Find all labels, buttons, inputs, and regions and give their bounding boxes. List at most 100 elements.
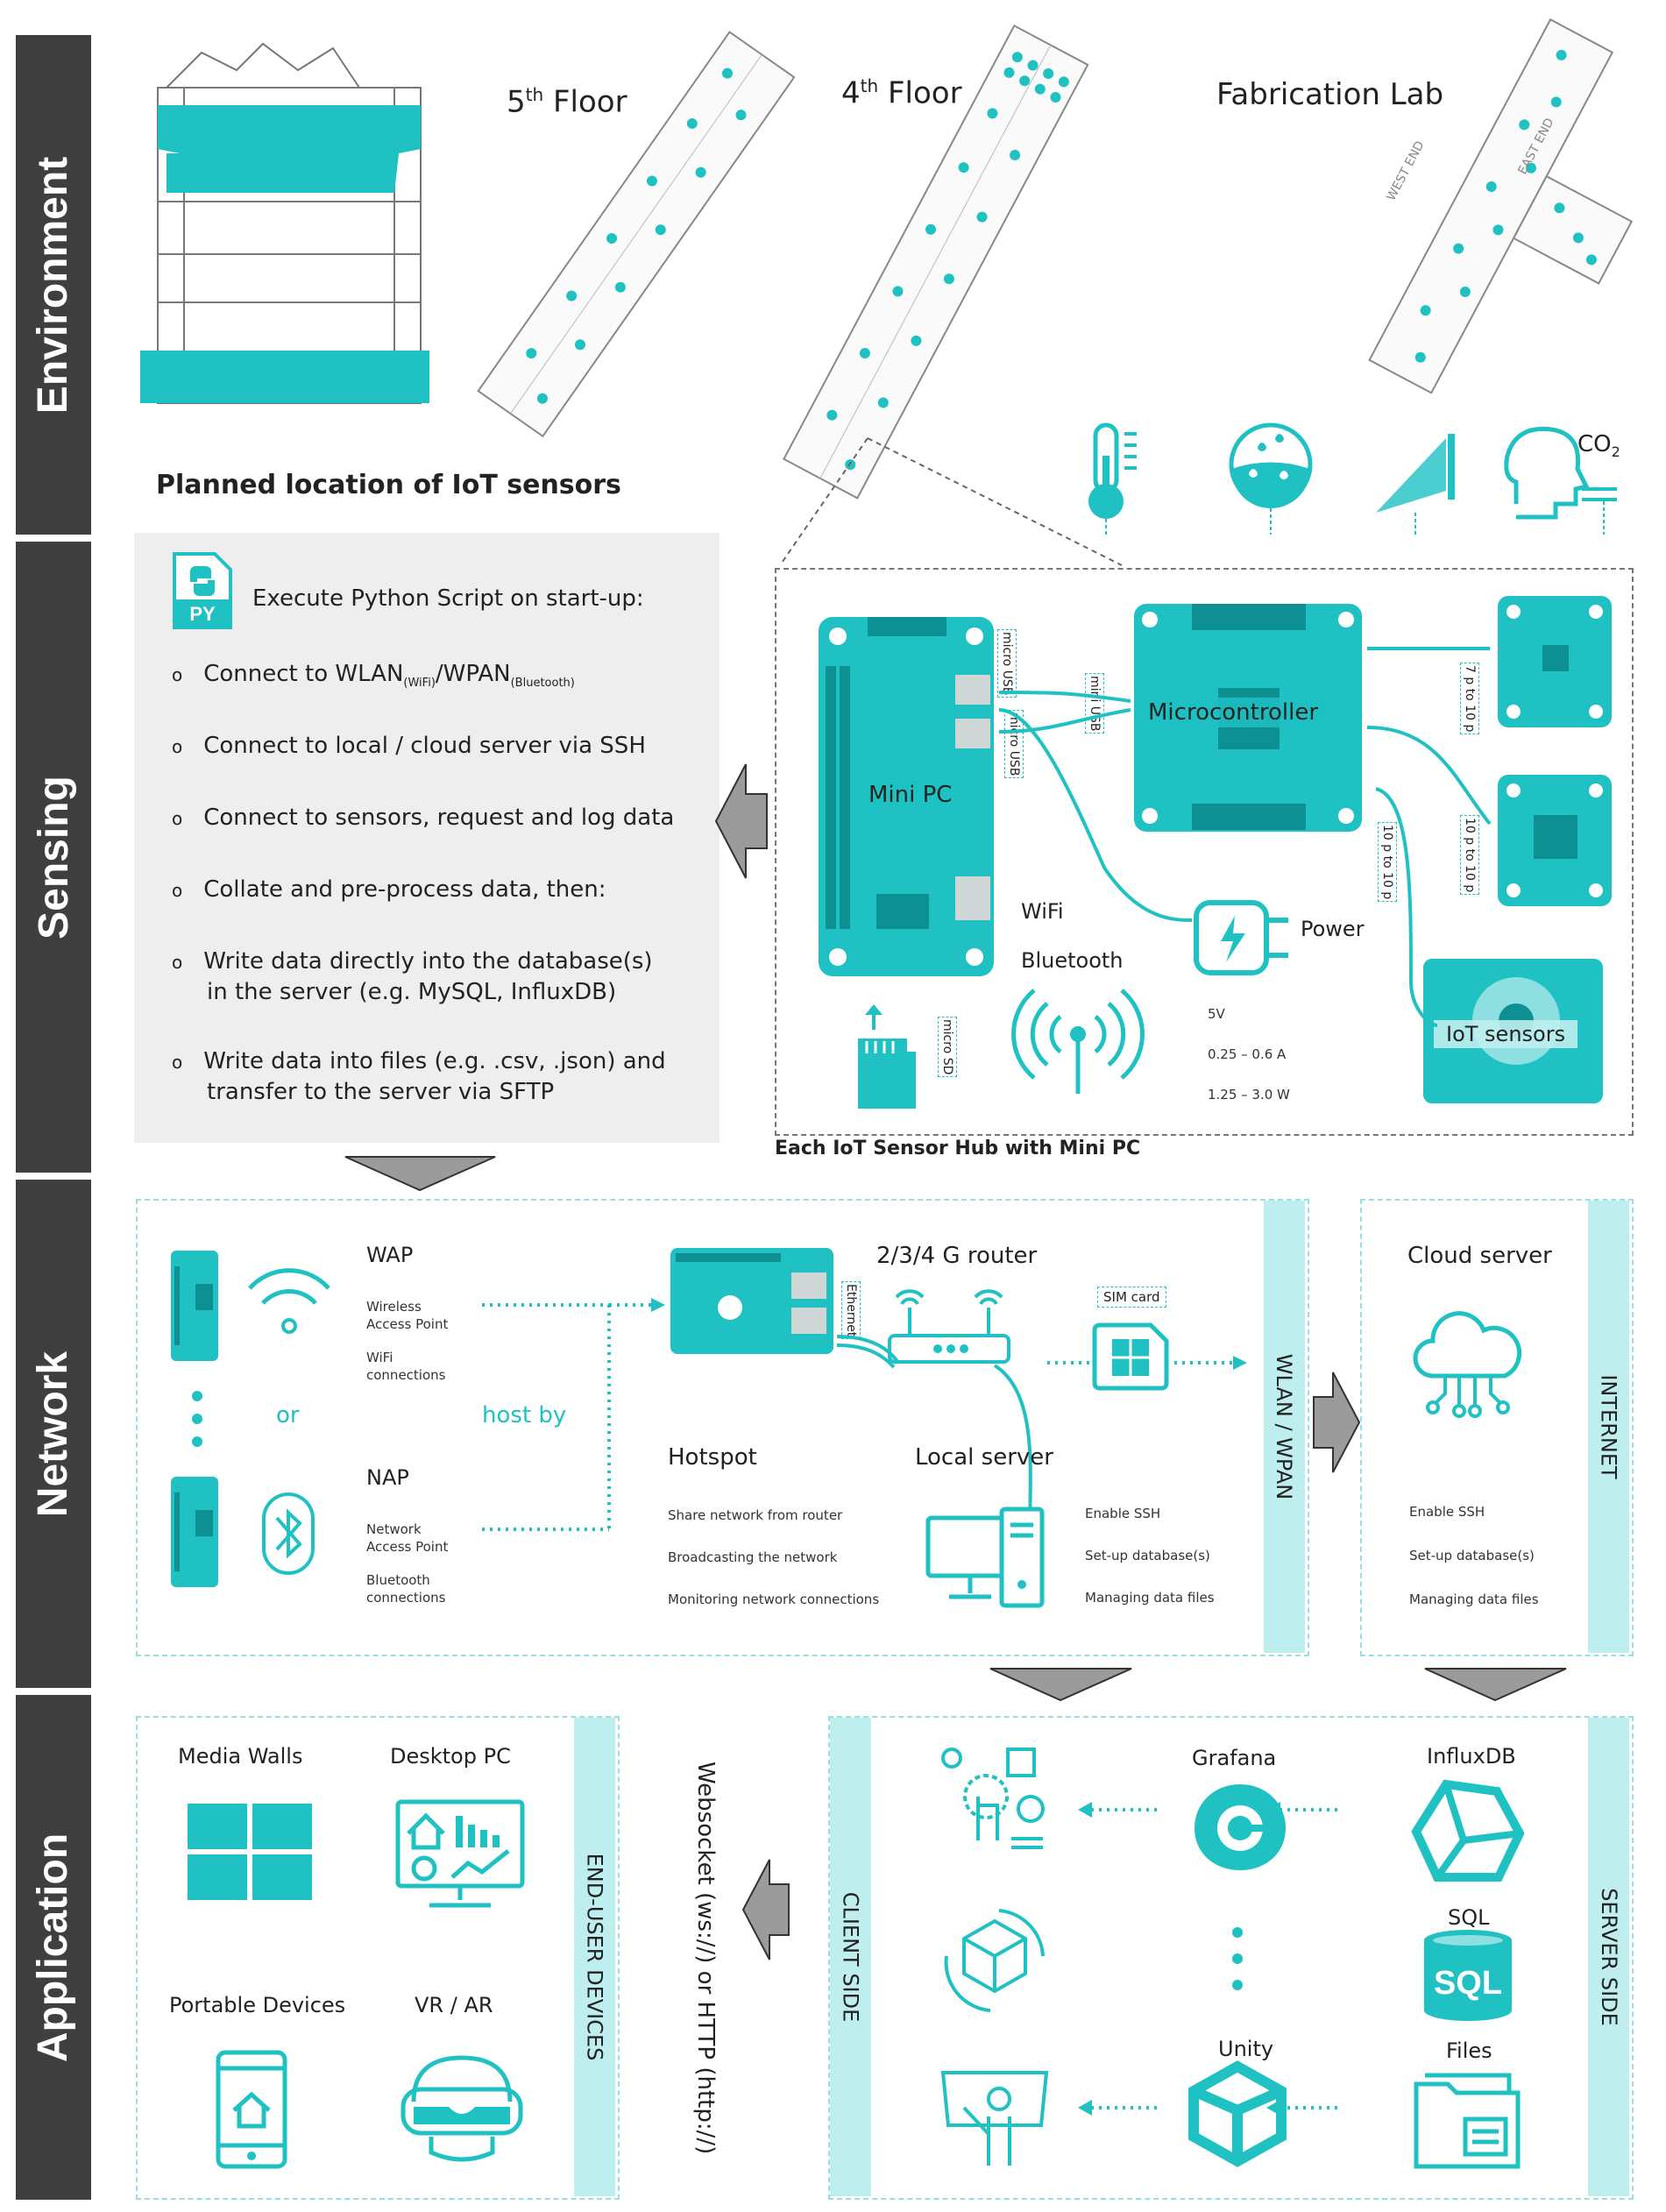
thermometer-icon: [1088, 422, 1137, 535]
router-title: 2/3/4 G router: [876, 1243, 1038, 1269]
nap-conn-2: connections: [366, 1590, 446, 1606]
pi-board-nap: [171, 1477, 218, 1587]
power-label: Power: [1301, 917, 1365, 941]
hub-caption: Each IoT Sensor Hub with Mini PC: [775, 1138, 1141, 1159]
script-panel: [134, 533, 720, 1143]
spec-current: 0.25 – 0.6 A: [1208, 1046, 1287, 1062]
power-plug-icon: [1194, 900, 1288, 975]
internet-strip: INTERNET: [1588, 1201, 1629, 1653]
floor4-title: 4th Floor: [841, 75, 962, 111]
hotspot-item-1: Share network from router: [668, 1507, 843, 1523]
band-network: Network: [16, 1180, 91, 1688]
fablab-title: Fabrication Lab: [1216, 77, 1444, 112]
ar-cube-icon: [944, 1909, 1045, 2012]
host-connectors: [482, 1298, 665, 1531]
micro-sd-label: micro SD: [938, 1017, 957, 1078]
sql-database-icon: SQL: [1424, 1930, 1512, 2021]
nap-conn-1: Bluetooth: [366, 1572, 430, 1588]
media-walls-label: Media Walls: [178, 1744, 303, 1769]
bluetooth-icon: [262, 1492, 315, 1575]
interaction-icon: [941, 1748, 1045, 1849]
arrow-down-sensing: [344, 1156, 496, 1192]
cable-label-7p: 7 p to 10 p: [1460, 663, 1479, 735]
cable-label-10p-a: 10 p to 10 p: [1460, 815, 1479, 896]
sd-card-icon: [858, 1004, 916, 1109]
band-environment: Environment: [16, 35, 91, 535]
host-by-label: host by: [482, 1402, 567, 1429]
sim-card-label: SIM card: [1097, 1287, 1166, 1308]
svg-text:PY: PY: [189, 603, 216, 625]
pi-board-wap: [171, 1251, 218, 1361]
influxdb-logo-icon: [1411, 1779, 1525, 1882]
vertical-ellipsis-icon: [192, 1391, 202, 1447]
sensor-board-1: [1498, 596, 1612, 727]
desktop-pc-label: Desktop PC: [390, 1744, 511, 1769]
arrow-left-application: [741, 1859, 790, 1960]
server-side-strip: SERVER SIDE: [1588, 1718, 1629, 2196]
files-label: Files: [1446, 2038, 1492, 2063]
grafana-logo-icon: [1195, 1784, 1286, 1870]
cloud-item-2: Set-up database(s): [1409, 1548, 1535, 1563]
desktop-server-icon: [925, 1507, 1045, 1608]
band-sensing: Sensing: [16, 542, 91, 1173]
smartphone-icon: [216, 2050, 287, 2169]
sim-card-icon: [1092, 1322, 1169, 1391]
sensor-board-2: [1498, 775, 1612, 906]
iot-sensors-label: IoT sensors: [1434, 1020, 1578, 1048]
vr-user-icon: [940, 2071, 1049, 2166]
microcontroller-label: Microcontroller: [1139, 698, 1328, 727]
wap-desc-2: Access Point: [366, 1316, 449, 1332]
unity-label: Unity: [1218, 2037, 1274, 2061]
files-folder-icon: [1414, 2073, 1521, 2169]
nap-title: NAP: [366, 1465, 409, 1490]
bluetooth-label: Bluetooth: [1021, 948, 1124, 973]
portable-devices-label: Portable Devices: [169, 1993, 346, 2017]
floor4-plan: [783, 24, 1089, 500]
fablab-plan: WEST END EAST END: [1368, 18, 1634, 394]
hotspot-item-3: Monitoring network connections: [668, 1592, 880, 1607]
band-application: Application: [16, 1695, 91, 2200]
micro-usb-label-2: micro USB: [1004, 710, 1024, 779]
end-user-devices-box: [136, 1716, 620, 2200]
nap-desc-2: Access Point: [366, 1539, 449, 1555]
svg-text:WEST END: WEST END: [1384, 138, 1427, 202]
antenna-icon: [1011, 989, 1145, 1094]
arrow-down-cloud: [1424, 1668, 1567, 1702]
local-server-title: Local server: [915, 1444, 1053, 1471]
co2-label: CO2: [1577, 431, 1620, 461]
svg-text:SQL: SQL: [1434, 1965, 1502, 2002]
hub-cables: [998, 647, 1492, 1027]
local-item-3: Managing data files: [1085, 1590, 1215, 1606]
sensor-hub-box: [775, 568, 1634, 1136]
leader-lines: [779, 437, 1123, 566]
desktop-dashboard-icon: [395, 1799, 525, 1908]
vertical-ellipsis-application: [1232, 1927, 1243, 1990]
cloud-box: [1360, 1199, 1634, 1656]
client-server-box: [828, 1716, 1634, 2200]
local-item-1: Enable SSH: [1085, 1506, 1161, 1521]
mini-pc-label: Mini PC: [863, 780, 958, 810]
unity-logo-icon: [1188, 2060, 1287, 2167]
wifi-icon: [248, 1268, 330, 1334]
hotspot-item-2: Broadcasting the network: [668, 1549, 838, 1565]
cable-label-10p-b: 10 p to 10 p: [1378, 822, 1397, 903]
python-file-icon: PY: [173, 552, 232, 629]
floor5-plan: [477, 31, 796, 438]
sim-arrows: [1047, 1356, 1247, 1370]
floor5-title: 5th Floor: [507, 84, 627, 120]
or-label: or: [276, 1402, 300, 1429]
local-item-2: Set-up database(s): [1085, 1548, 1210, 1563]
arrow-down-local: [989, 1668, 1132, 1702]
wifi-label: WiFi: [1021, 899, 1064, 924]
building-section-drawing: [140, 42, 429, 404]
sql-top-label: SQL: [1448, 1905, 1490, 1930]
co2-breath-icon: [1504, 426, 1617, 535]
local-network-box: [136, 1199, 1309, 1656]
media-wall-icon: [188, 1804, 312, 1900]
grafana-label: Grafana: [1192, 1746, 1277, 1770]
